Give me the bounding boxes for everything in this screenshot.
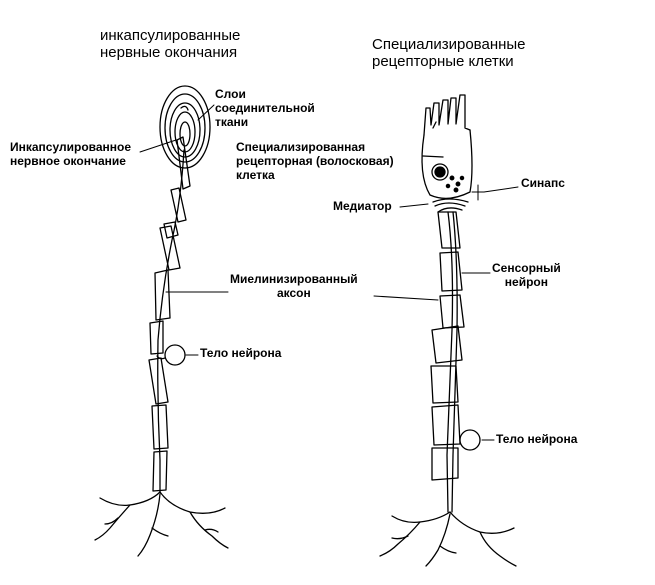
encapsulated-capsule <box>159 85 211 169</box>
right-dendrites <box>379 511 517 567</box>
label-neuron-body-right: Тело нейрона <box>496 432 578 446</box>
right-axon <box>446 211 458 513</box>
label-encapsulated-ending: Инкапсулированное нервное окончание <box>10 140 132 168</box>
left-dendrites <box>94 491 229 557</box>
hair-cell <box>421 94 473 199</box>
left-leader-lines <box>139 104 229 356</box>
label-synapse: Синапс <box>521 176 565 190</box>
left-myelin-sheath <box>148 136 191 492</box>
left-axon <box>156 149 185 493</box>
right-title: Специализированные рецепторные клетки <box>372 36 526 71</box>
right-neuron-body <box>459 429 481 451</box>
label-receptor-cell: Специализированная рецепторная (волосков… <box>236 140 394 182</box>
synapse-cleft <box>432 198 469 213</box>
left-title: инкапсулированные нервные окончания <box>100 27 241 62</box>
left-neuron-body <box>164 344 186 366</box>
label-myelinated-axon: Миелинизированный аксон <box>230 272 358 300</box>
label-connective-layers: Слои соединительной ткани <box>215 87 315 129</box>
label-mediator: Медиатор <box>333 199 392 213</box>
label-sensory-neuron: Сенсорный нейрон <box>492 261 561 289</box>
label-neuron-body-left: Тело нейрона <box>200 346 282 360</box>
right-leader-lines <box>373 184 519 441</box>
